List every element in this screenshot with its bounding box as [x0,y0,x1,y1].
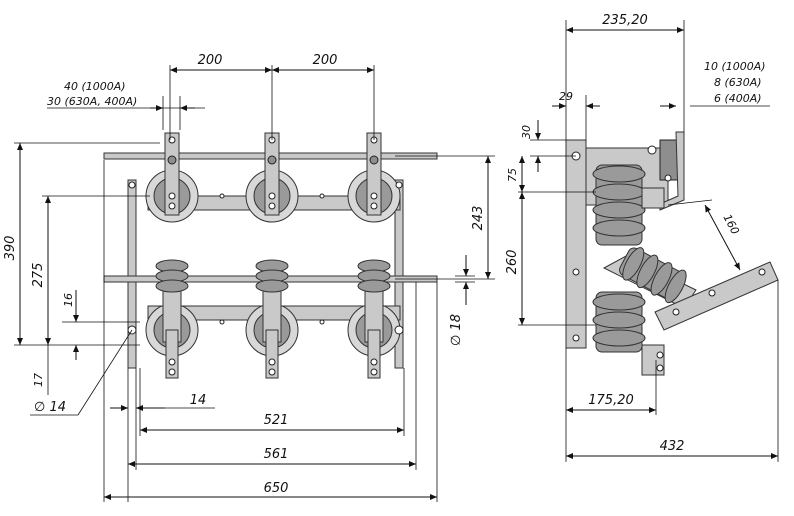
dim-17: 17 [32,373,45,387]
label-bar-1000a: 40 (1000A) [64,80,126,93]
mount-hole [128,181,136,189]
dim-260: 260 [505,250,520,275]
dim-height-390: 390 [3,236,18,261]
dim-depth-235: 235,20 [602,13,648,28]
dim-spacing-right: 200 [313,53,338,68]
dim-16: 16 [62,293,75,307]
side-frame [565,139,587,349]
dim-depth-432: 432 [660,439,685,454]
side-view: 235,20 10 (1000A) 8 (630A) 6 (400A) 29 3… [505,13,779,462]
label-thickness-630a: 8 (630A) [714,76,762,89]
dim-spacing-left: 200 [198,53,223,68]
dim-160: 160 [720,212,741,237]
dim-hole-d14: ∅ 14 [34,400,66,415]
side-arm-insulator [602,247,779,331]
lower-insulator-center [245,259,299,379]
dim-width-561: 561 [264,447,289,462]
label-thickness-1000a: 10 (1000A) [704,60,766,73]
side-lower-insulator [592,291,665,376]
dim-height-275: 275 [31,263,46,288]
dim-75: 75 [506,168,519,182]
dim-hole-d18: ∅ 18 [449,314,464,346]
upper-insulator-left [145,132,199,223]
side-upper-insulator [592,164,665,246]
dim-width-521: 521 [264,413,289,428]
dim-243: 243 [471,206,486,231]
frame-right-post [394,179,404,369]
dim-14: 14 [190,393,207,408]
label-bar-630-400a: 30 (630A, 400A) [47,95,137,108]
label-thickness-400a: 6 (400A) [714,92,762,105]
upper-insulator-center [245,132,299,223]
upper-insulator-right [347,132,401,223]
frame-left-post [127,179,137,369]
mount-hole [395,181,403,189]
mount-hole [394,325,404,335]
front-view: 200 200 40 (1000A) 30 (630A, 400A) 390 2… [3,53,495,502]
dim-width-650: 650 [264,481,289,496]
dim-30: 30 [520,125,533,139]
lower-insulator-left [145,259,199,379]
dim-29: 29 [559,90,573,103]
dim-175: 175,20 [588,393,634,408]
